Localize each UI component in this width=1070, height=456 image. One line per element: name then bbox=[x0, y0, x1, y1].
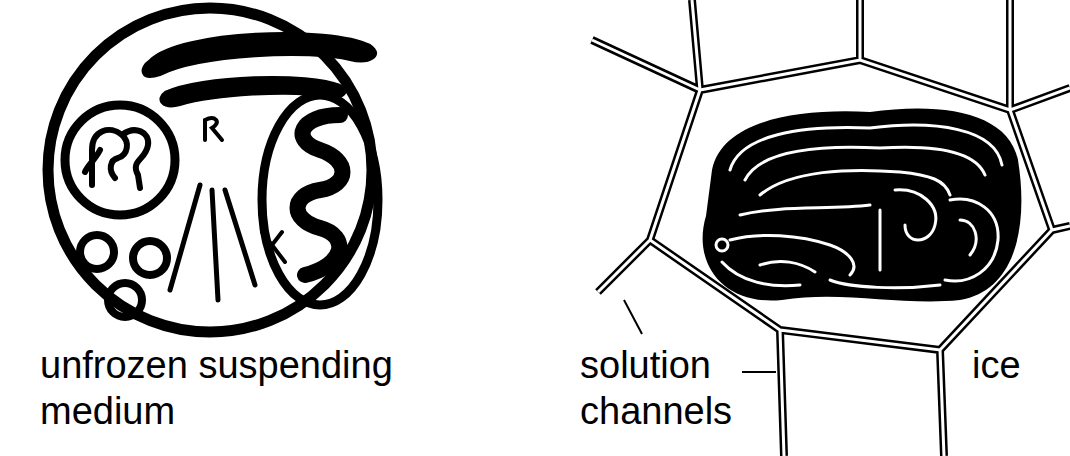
figure-label: solution channels bbox=[580, 342, 740, 434]
vesicle bbox=[80, 235, 114, 269]
vesicle bbox=[133, 241, 167, 275]
vesicle bbox=[108, 283, 142, 317]
unfrozen-cell bbox=[48, 8, 378, 332]
mitochondrion-cristae bbox=[298, 115, 343, 275]
figure-label: unfrozen suspending medium bbox=[40, 342, 420, 434]
filament bbox=[170, 185, 255, 300]
mitochondrion bbox=[262, 95, 378, 305]
cell-body bbox=[703, 108, 1022, 301]
shrunken-cell bbox=[703, 108, 1022, 301]
ribosome-mark bbox=[205, 118, 222, 140]
ice-channels bbox=[592, 0, 1070, 456]
ribosome-mark bbox=[262, 232, 285, 262]
golgi-band bbox=[143, 33, 377, 77]
nucleus bbox=[65, 105, 175, 215]
chromatin bbox=[85, 130, 148, 188]
figure-label: ice bbox=[972, 342, 1062, 388]
